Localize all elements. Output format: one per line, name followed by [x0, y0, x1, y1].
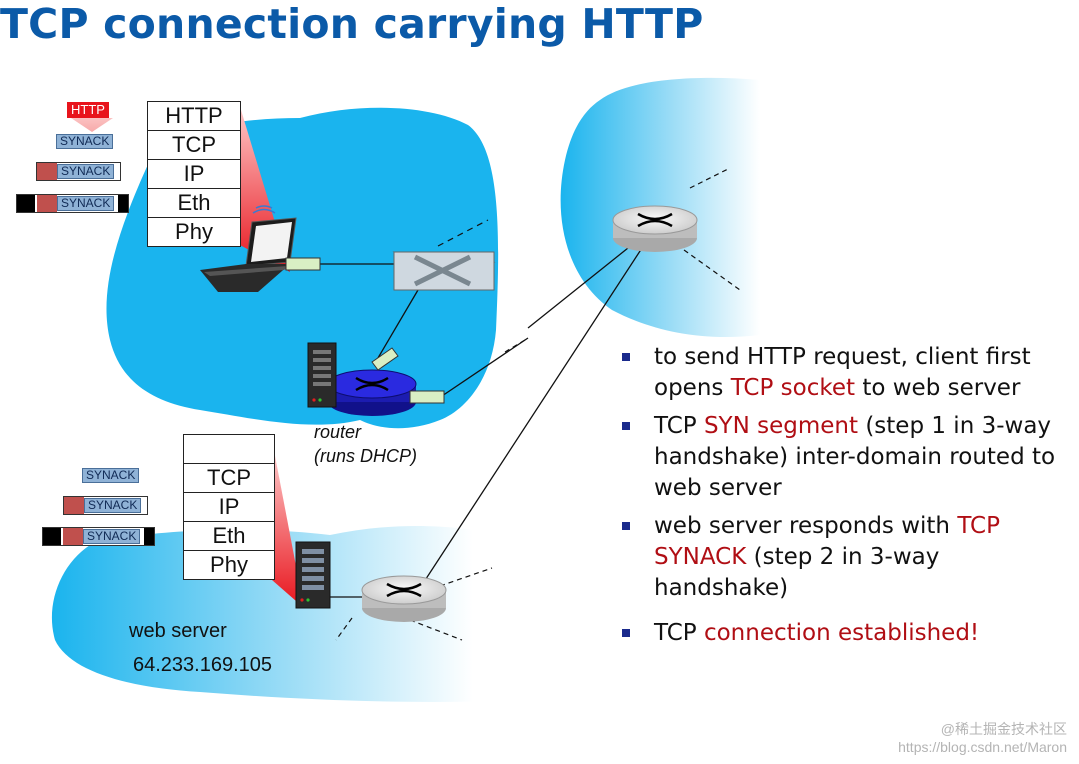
- server-eth-trailer: [144, 528, 155, 545]
- link-router-internet: [441, 337, 529, 397]
- server-protocol-stack: TCP IP Eth Phy: [183, 434, 275, 580]
- router-label-line1: router: [314, 422, 362, 442]
- google-router-icon: [361, 575, 447, 622]
- client-ip-header: [37, 163, 57, 180]
- bullet-marker-icon: [622, 353, 630, 361]
- watermark-line1: @稀土掘金技术社区: [940, 721, 1067, 737]
- internet-router-icon: [612, 205, 698, 252]
- client-tcp-segment-label: SYNACK: [56, 134, 114, 149]
- bullet-highlight: TCP socket: [730, 375, 856, 401]
- server-ip-datagram: SYNACK: [63, 496, 149, 515]
- client-eth-header: [17, 195, 35, 212]
- slide-title: TCP connection carrying HTTP: [0, 0, 704, 48]
- client-stack-layer-eth: Eth: [148, 189, 240, 218]
- dhcp-router-icon: [327, 369, 417, 416]
- server-stack-layer-tcp: TCP: [184, 464, 274, 493]
- bullet-item: web server responds with TCP SYNACK (ste…: [618, 511, 1064, 604]
- client-stack-layer-http: HTTP: [148, 102, 240, 131]
- router-label: router (runs DHCP): [314, 420, 417, 468]
- link-google-dashed-b: [409, 619, 463, 641]
- bullet-item: TCP SYN segment (step 1 in 3-way handsha…: [618, 411, 1056, 504]
- client-stack-layer-ip: IP: [148, 160, 240, 189]
- laptop-nic-icon: [285, 257, 321, 271]
- server-stack-layer-app: [184, 435, 274, 464]
- client-ethernet-frame-label: SYNACK: [57, 196, 115, 211]
- server-eth-ip-header: [63, 528, 83, 545]
- dhcp-server-icon: [307, 342, 337, 408]
- client-ethernet-frame: SYNACK: [16, 194, 130, 213]
- switch-icon: [392, 251, 496, 291]
- server-ip-header: [64, 497, 84, 514]
- server-ip-datagram-label: SYNACK: [84, 498, 142, 513]
- client-protocol-stack: HTTP TCP IP Eth Phy: [147, 101, 241, 247]
- bullet-highlight: SYN segment: [703, 413, 859, 439]
- server-stack-layer-phy: Phy: [210, 552, 248, 577]
- server-ethernet-frame: SYNACK: [42, 527, 156, 546]
- link-google-dashed-c: [335, 617, 353, 641]
- link-internet-dashed-b: [683, 249, 741, 291]
- web-server-name: web server: [129, 620, 227, 642]
- link-switch-router: [377, 289, 419, 359]
- bullet-item: TCP connection established!: [618, 618, 1058, 649]
- link-internet-dashed-a: [689, 167, 731, 189]
- client-stack-layer-phy: Phy: [175, 219, 213, 244]
- web-server-icon: [295, 541, 331, 609]
- client-eth-trailer: [118, 195, 129, 212]
- server-stack-layer-ip: IP: [184, 493, 274, 522]
- bullet-list: to send HTTP request, client first opens…: [618, 342, 1058, 656]
- link-google-dashed-a: [439, 567, 493, 587]
- client-stack-layer-tcp: TCP: [148, 131, 240, 160]
- client-ip-datagram: SYNACK: [36, 162, 122, 181]
- http-message-tag: HTTP: [67, 102, 109, 118]
- bullet-text: (step 1 in 3-way handshake) inter-domain…: [654, 413, 1056, 501]
- laptop-icon: [200, 205, 297, 292]
- link-internet-router-b: [419, 247, 643, 589]
- bullet-text: to send HTTP request, client first opens: [654, 344, 1031, 401]
- server-tcp-segment: SYNACK: [82, 467, 140, 484]
- link-switch-dashed: [437, 219, 489, 247]
- router-nic-icon-right: [409, 390, 445, 404]
- bullet-text: to web server: [855, 375, 1021, 401]
- google-network-cloud: [51, 525, 521, 703]
- client-ip-datagram-label: SYNACK: [57, 164, 115, 179]
- bullet-marker-icon: [622, 522, 630, 530]
- bullet-highlight: connection established!: [703, 620, 980, 646]
- router-nic-icon-top: [371, 347, 399, 371]
- bullet-text: web server responds with: [654, 513, 958, 539]
- bullet-text: (step 2 in 3-way handshake): [654, 544, 940, 601]
- router-label-line2: (runs DHCP): [314, 446, 418, 466]
- watermark-line2: https://blog.csdn.net/Maron: [898, 739, 1067, 755]
- link-internet-router-a: [527, 247, 629, 329]
- server-ethernet-frame-label: SYNACK: [83, 529, 141, 544]
- bullet-text: TCP: [654, 620, 704, 646]
- bullet-marker-icon: [622, 629, 630, 637]
- link-router-internet-dashed: [504, 339, 526, 353]
- client-eth-ip-header: [37, 195, 57, 212]
- watermark: @稀土掘金技术社区 https://blog.csdn.net/Maron: [898, 720, 1067, 756]
- server-stack-layer-eth: Eth: [184, 522, 274, 551]
- client-tcp-segment: SYNACK: [56, 133, 114, 150]
- web-server-ip: 64.233.169.105: [133, 654, 273, 676]
- client-ip-padding: [114, 163, 121, 180]
- bullet-marker-icon: [622, 422, 630, 430]
- server-tcp-segment-label: SYNACK: [82, 468, 140, 483]
- server-ip-padding: [141, 497, 148, 514]
- server-eth-header: [43, 528, 61, 545]
- bullet-highlight: TCP SYNACK: [654, 513, 1000, 570]
- bullet-text: TCP: [654, 413, 704, 439]
- bullet-item: to send HTTP request, client first opens…: [618, 342, 1054, 404]
